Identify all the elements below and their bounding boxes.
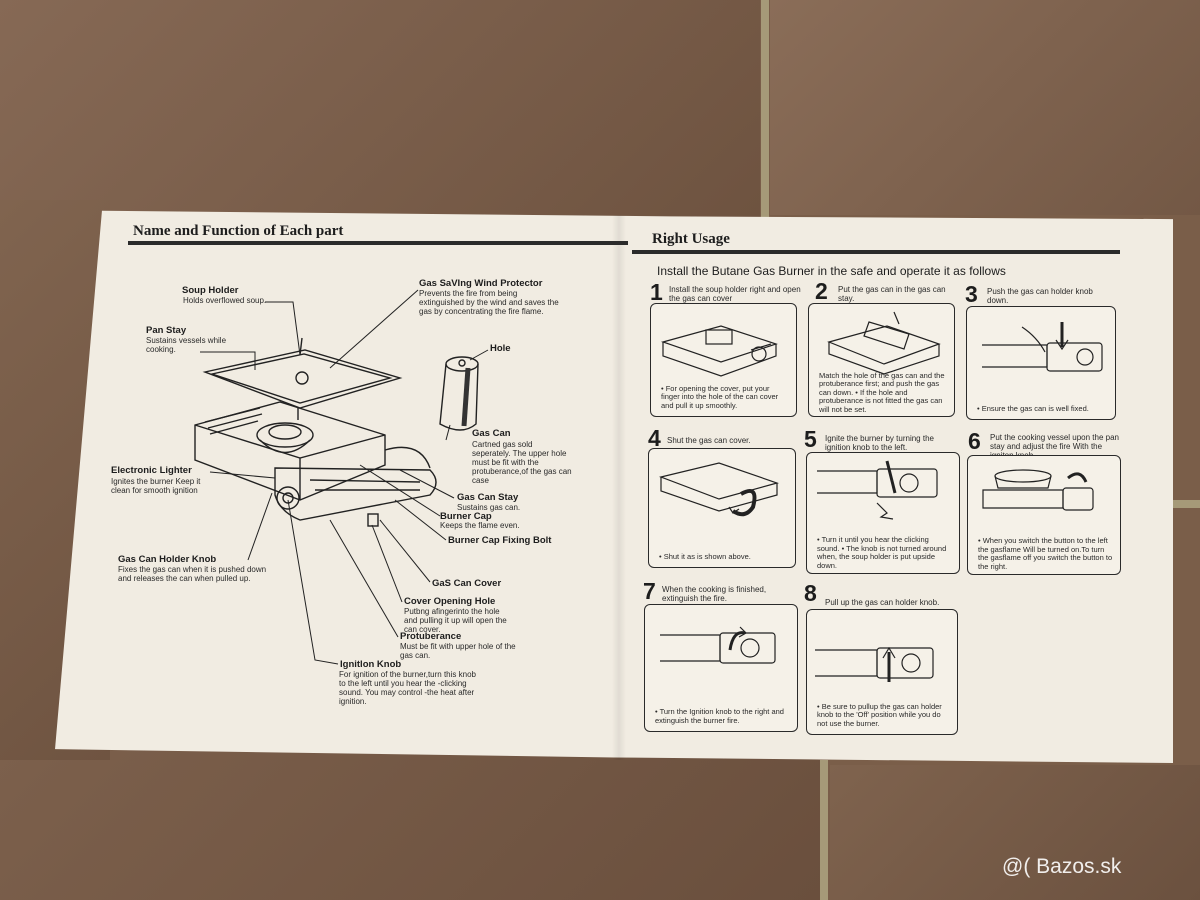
step-note-5: • Turn it until you hear the clicking so…	[817, 535, 947, 570]
part-desc-gas-can-stay: Sustains gas can.	[457, 503, 521, 512]
step-5-illustration	[817, 460, 938, 520]
step-5-panel: • Turn it until you hear the clicking so…	[806, 452, 960, 574]
step-7-panel: • Turn the Ignition knob to the right an…	[644, 604, 798, 732]
part-label-ignition-knob: Ignitlon Knob	[340, 659, 402, 670]
left-page-title: Name and Function of Each part	[133, 223, 344, 239]
step-note-1: • For opening the cover, put your finger…	[661, 383, 779, 410]
step-7-illustration	[660, 626, 776, 664]
part-desc-wind-protector: Prevents the fire from being extinguishe…	[419, 289, 559, 316]
step-number-4: 4	[648, 425, 661, 451]
step-number-1: 1	[650, 279, 663, 305]
step-text-8: Pull up the gas can holder knob.	[825, 598, 940, 607]
stove-diagram	[194, 337, 437, 527]
part-label-gas-can-cover: GaS Can Cover	[432, 578, 502, 589]
step-note-7: • Turn the Ignition knob to the right an…	[655, 707, 784, 725]
part-desc-gas-can: Cartned gas sold seperately. The upper h…	[472, 440, 572, 485]
step-8-illustration	[815, 646, 934, 682]
step-8-panel: • Be sure to pullup the gas can holder k…	[806, 609, 958, 735]
part-label-electronic-lighter: Electronic Lighter	[111, 465, 192, 476]
part-desc-burner-cap: Keeps the flame even.	[440, 521, 520, 530]
part-desc-pan-stay: Sustains vessels while cooking.	[146, 336, 227, 354]
right-header-rule	[632, 250, 1120, 254]
step-6-panel: • When you switch the button to the left…	[967, 455, 1121, 575]
page-fold	[612, 215, 626, 760]
part-label-gas-can-stay: Gas Can Stay	[457, 492, 519, 503]
step-text-7: When the cooking is finished, extinguish…	[662, 585, 767, 603]
tile-grout	[820, 760, 828, 900]
part-desc-protuberance: Must be fit with upper hole of the gas c…	[400, 642, 516, 660]
part-label-burner-cap-fixing-bolt: Burner Cap Fixing Bolt	[448, 535, 552, 546]
floor-tile	[830, 765, 1200, 900]
step-6-illustration	[982, 469, 1094, 511]
step-note-6: • When you switch the button to the left…	[978, 536, 1113, 571]
part-label-hole: Hole	[490, 343, 511, 354]
part-label-gas-can-holder-knob: Gas Can Holder Knob	[118, 554, 217, 565]
step-number-6: 6	[968, 428, 981, 454]
step-number-3: 3	[965, 281, 978, 307]
right-page-intro: Install the Butane Gas Burner in the saf…	[657, 264, 1006, 278]
step-number-5: 5	[804, 426, 817, 452]
step-2-panel: Match the hole of the gas can and the pr…	[808, 303, 955, 417]
step-note-8: • Be sure to pullup the gas can holder k…	[817, 701, 942, 728]
step-number-7: 7	[643, 578, 656, 604]
tile-grout	[761, 0, 769, 220]
step-note-4: • Shut it as is shown above.	[659, 551, 751, 561]
part-label-cover-opening-hole: Cover Opening Hole	[404, 596, 496, 607]
step-4-illustration	[658, 462, 780, 517]
floor-tile	[0, 0, 760, 220]
step-4-panel: • Shut it as is shown above.	[648, 448, 796, 568]
part-label-protuberance: Protuberance	[400, 631, 462, 642]
step-number-8: 8	[804, 580, 817, 606]
part-label-gas-can: Gas Can	[472, 428, 511, 439]
part-desc-gas-can-holder-knob: Fixes the gas can when it is pushed down…	[118, 565, 267, 583]
part-desc-soup-holder: Holds overflowed soup.	[183, 296, 267, 305]
floor-tile	[770, 0, 1200, 215]
part-label-pan-stay: Pan Stay	[146, 325, 187, 336]
part-desc-cover-opening-hole: Putbng afingerinto the hole and pulling …	[404, 607, 507, 634]
right-page-title: Right Usage	[652, 231, 730, 247]
step-text-4: Shut the gas can cover.	[667, 436, 751, 445]
tile-grout	[1170, 500, 1200, 508]
step-note-2: Match the hole of the gas can and the pr…	[819, 370, 945, 414]
step-note-3: • Ensure the gas can is well fixed.	[977, 403, 1089, 413]
part-label-burner-cap: Burner Cap	[440, 511, 492, 522]
part-desc-electronic-lighter: Ignites the burner Keep it clean for smo…	[111, 477, 201, 495]
gas-can-icon	[439, 356, 479, 431]
step-number-2: 2	[815, 278, 828, 304]
part-label-soup-holder: Soup Holder	[182, 285, 239, 296]
step-text-5: Ignite the burner by turning the ignitio…	[825, 434, 934, 452]
step-text-1: Install the soup holder right and open t…	[669, 285, 801, 303]
step-2-illustration	[827, 311, 941, 375]
step-1-illustration	[660, 325, 778, 377]
step-1-panel: • For opening the cover, put your finger…	[650, 303, 797, 417]
part-label-wind-protector: Gas SaVIng Wind Protector	[419, 278, 543, 289]
left-header-rule	[128, 241, 628, 245]
step-3-panel: • Ensure the gas can is well fixed.	[966, 306, 1116, 420]
step-text-3: Push the gas can holder knob down.	[987, 287, 1093, 305]
bazos-watermark: @( Bazos.sk	[1002, 855, 1122, 878]
step-3-illustration	[982, 322, 1103, 372]
floor-tile	[0, 740, 820, 900]
part-desc-ignition-knob: For ignition of the burner,turn this kno…	[339, 670, 476, 706]
step-text-2: Put the gas can in the gas can stay.	[838, 285, 946, 303]
